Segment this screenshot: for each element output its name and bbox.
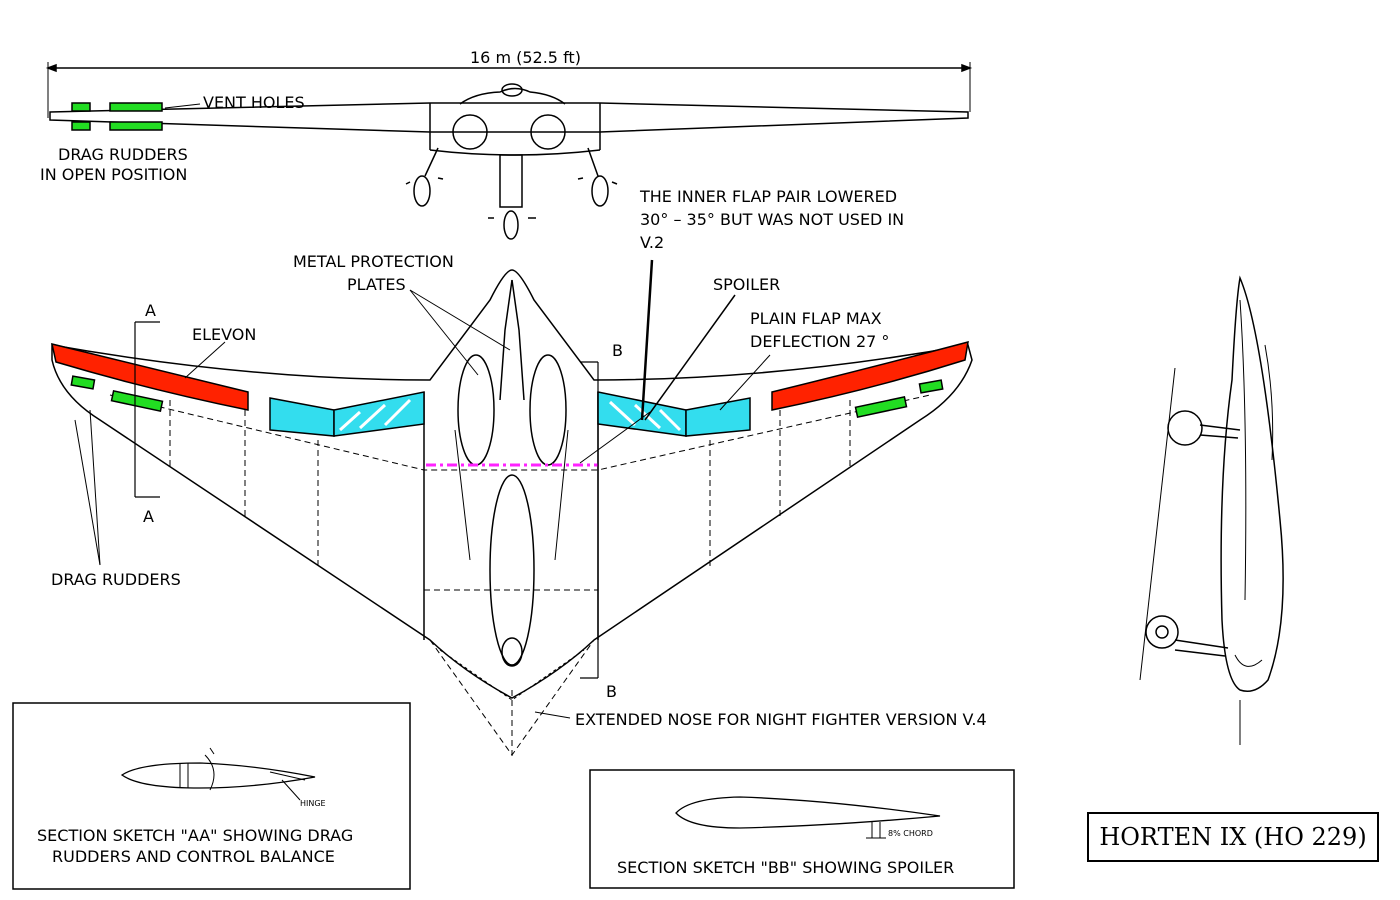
right-engine-nacelle <box>529 354 567 466</box>
nose-wheel <box>503 210 519 240</box>
span-label: 16 m (52.5 ft) <box>470 48 581 67</box>
vent-holes-label: VENT HOLES <box>203 93 305 112</box>
left-plain-flap <box>269 397 335 437</box>
left-engine-intake <box>452 114 488 150</box>
inner-flap-label-3: V.2 <box>640 233 664 252</box>
section-aa-box: HINGE SECTION SKETCH "AA" SHOWING DRAG R… <box>12 702 411 890</box>
front-view <box>45 62 973 240</box>
metal-plates-label-1: METAL PROTECTION <box>293 252 454 271</box>
airfoil-bb <box>675 796 941 829</box>
section-bb-caption: SECTION SKETCH "BB" SHOWING SPOILER <box>617 858 954 877</box>
elevon-label: ELEVON <box>192 325 256 344</box>
side-nose-wheel <box>1167 410 1203 446</box>
drag-rudder-open-inner-bottom <box>109 121 163 131</box>
section-aa-caption-2: RUDDERS AND CONTROL BALANCE <box>52 847 335 866</box>
left-engine-nacelle <box>457 354 495 466</box>
left-inner-flap <box>333 391 425 437</box>
ground-line <box>1139 367 1176 681</box>
inner-flap-label-1: THE INNER FLAP PAIR LOWERED <box>639 187 897 206</box>
cockpit-fuselage <box>489 474 535 666</box>
right-elevon <box>771 340 969 411</box>
right-drag-rudder-inner <box>854 396 908 418</box>
extended-nose-label: EXTENDED NOSE FOR NIGHT FIGHTER VERSION … <box>575 710 987 729</box>
internal-structure-lines <box>109 394 931 756</box>
section-a-bottom-label: A <box>143 507 154 526</box>
right-plain-flap <box>685 397 751 437</box>
left-main-wheel <box>413 175 431 207</box>
drag-rudder-open-outer-top <box>71 102 91 112</box>
hinge-label: HINGE <box>300 799 326 808</box>
drag-rudders-open-label-2: IN OPEN POSITION <box>40 165 187 184</box>
inner-flap-label-2: 30° – 35° BUT WAS NOT USED IN <box>640 210 904 229</box>
front-wing-outline <box>49 102 969 133</box>
left-drag-rudder-outer <box>70 375 96 390</box>
leader-lines <box>74 259 771 719</box>
chord-label: 8% CHORD <box>888 829 933 838</box>
spoiler-label: SPOILER <box>713 275 780 294</box>
plain-flap-label-1: PLAIN FLAP MAX <box>750 309 882 328</box>
front-canopy <box>459 87 566 105</box>
right-main-wheel <box>591 175 609 207</box>
drag-rudders-open-label-1: DRAG RUDDERS <box>58 145 188 164</box>
drag-rudders-label: DRAG RUDDERS <box>51 570 181 589</box>
airfoil-aa <box>120 762 316 789</box>
diagram-title: HORTEN IX (HO 229) <box>1087 812 1379 862</box>
drag-rudder-open-inner-top <box>109 102 163 112</box>
section-b-top-label: B <box>612 341 623 360</box>
plan-view <box>51 259 973 760</box>
drag-rudder-open-outer-bottom <box>71 121 91 131</box>
section-bb-box: 8% CHORD SECTION SKETCH "BB" SHOWING SPO… <box>589 769 1015 889</box>
right-drag-rudder-outer <box>918 379 944 394</box>
plain-flap-label-2: DEFLECTION 27 ° <box>750 332 889 351</box>
side-main-wheel <box>1145 615 1179 649</box>
side-fuselage-outline <box>1220 275 1284 692</box>
section-aa-caption-1: SECTION SKETCH "AA" SHOWING DRAG <box>37 826 353 845</box>
plan-wing-outline <box>51 269 973 699</box>
left-elevon <box>51 342 249 411</box>
labels: 16 m (52.5 ft) VENT HOLES DRAG RUDDERS I… <box>40 48 987 729</box>
left-drag-rudder-inner <box>110 390 164 412</box>
right-engine-intake <box>530 114 566 150</box>
section-b-bottom-label: B <box>606 682 617 701</box>
metal-plates-label-2: PLATES <box>347 275 406 294</box>
section-b-marker <box>580 361 599 679</box>
section-a-top-label: A <box>145 301 156 320</box>
side-view <box>1139 275 1284 745</box>
section-a-marker <box>134 321 160 498</box>
